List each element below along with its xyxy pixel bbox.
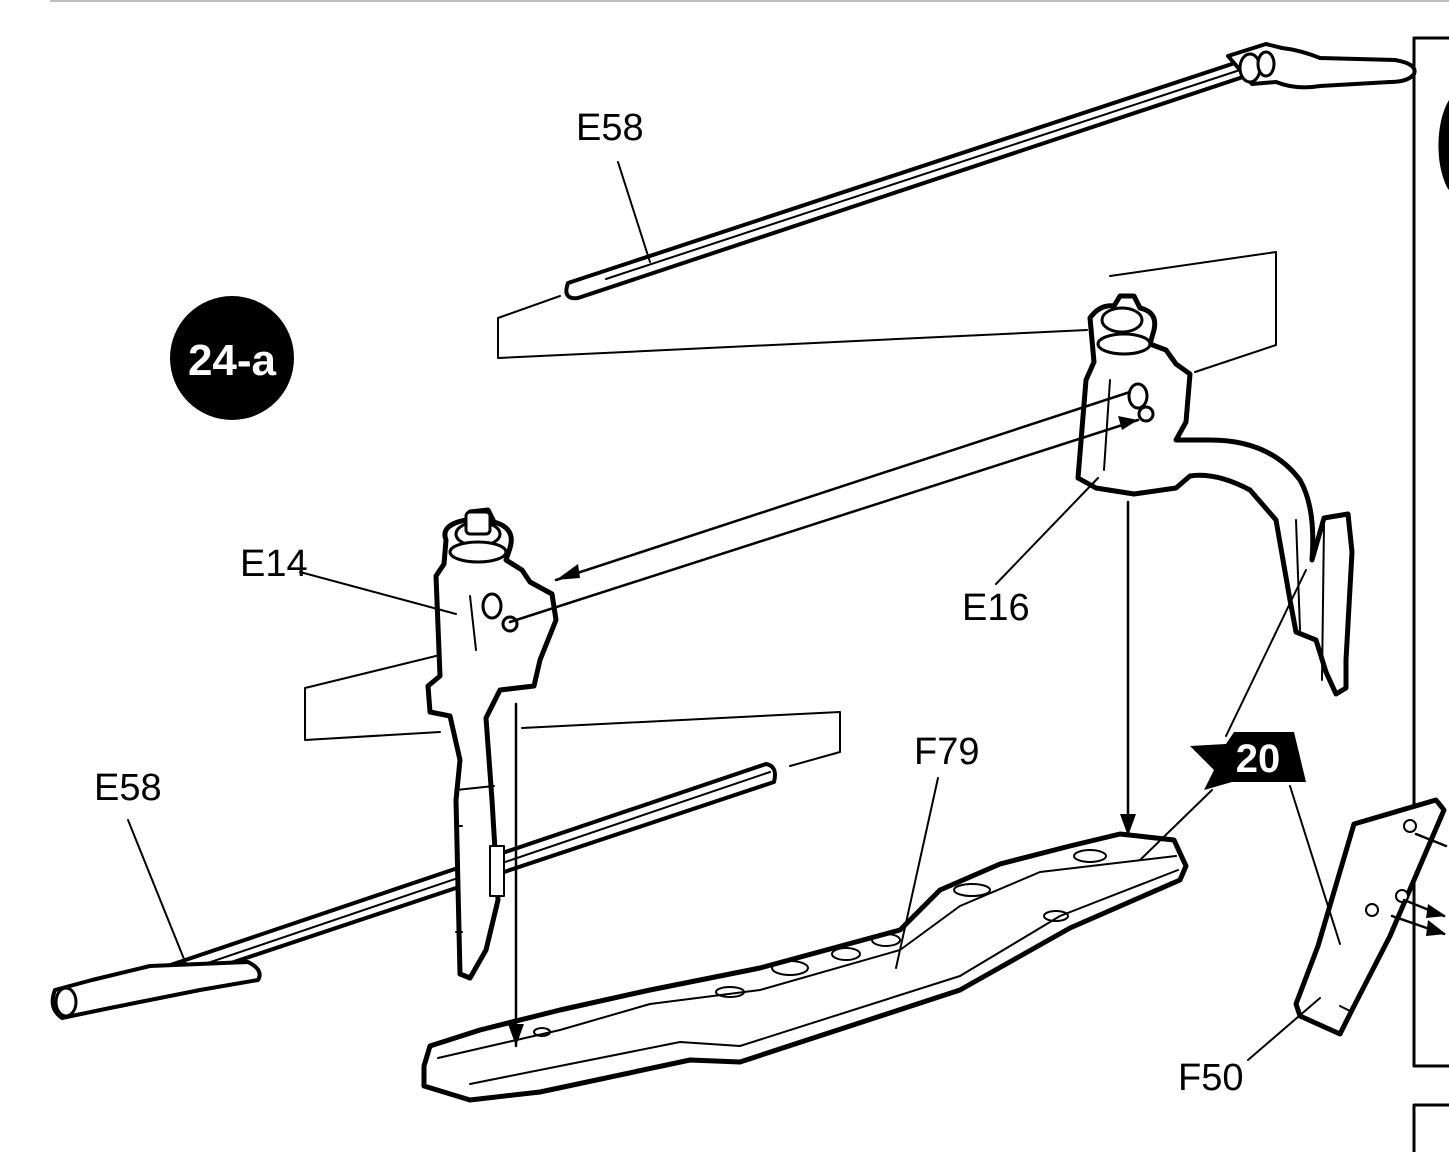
leader-lines <box>127 161 1341 1061</box>
step-badge-label: 24-a <box>188 336 277 385</box>
reference-step-star: 20 <box>1190 732 1306 790</box>
reference-step-label: 20 <box>1236 737 1281 781</box>
label-rod-top: E58 <box>576 107 644 149</box>
alignment-plane-top <box>497 251 1277 373</box>
side-panel <box>1293 797 1447 1037</box>
alignment-plane-middle <box>304 654 841 767</box>
assembly-arrows <box>508 390 1448 1048</box>
step-badge: 24-a <box>170 296 294 420</box>
label-side-panel: F50 <box>1178 1057 1243 1099</box>
rod-top <box>564 42 1417 301</box>
label-floor-pan: F79 <box>914 731 979 773</box>
adjacent-panel-frame <box>1412 36 1449 1152</box>
right-bracket <box>1075 293 1355 697</box>
floor-pan <box>421 831 1189 1103</box>
label-right-bracket: E16 <box>962 587 1030 629</box>
left-bracket <box>425 507 559 981</box>
label-rod-bottom: E58 <box>94 767 162 809</box>
label-left-bracket: E14 <box>240 543 308 585</box>
